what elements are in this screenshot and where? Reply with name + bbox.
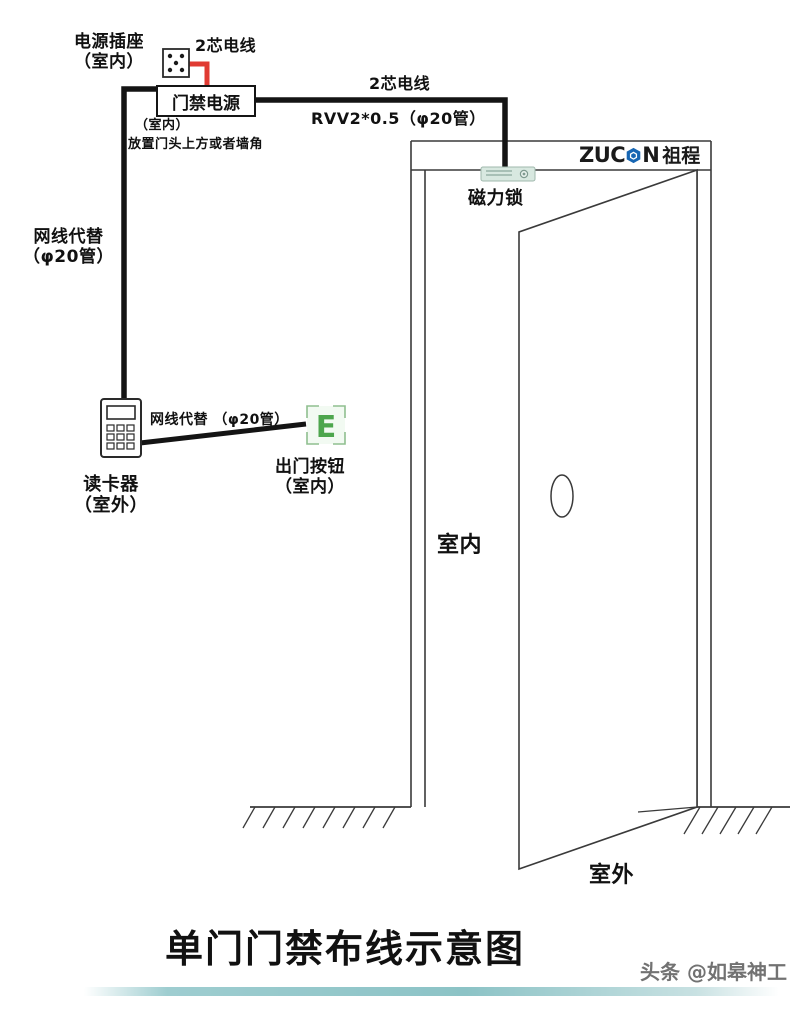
magnetic-lock-label: 磁力锁 [468, 188, 524, 209]
svg-text:E: E [316, 410, 337, 445]
brand-name-latin-1: ZUC [579, 142, 626, 167]
door-panel [518, 168, 698, 871]
power-supply-box: 门禁电源 [156, 85, 256, 117]
hexagon-logo-icon [625, 147, 642, 164]
socket-label-line1: 电源插座 [74, 32, 144, 52]
watermark: 头条 @如皋神工 [640, 960, 787, 984]
ground-left [242, 806, 411, 829]
wire-reader-to-exit [139, 421, 307, 446]
accent-bar [84, 987, 779, 996]
ground-right [637, 806, 790, 835]
card-reader-label-line1: 读卡器 [83, 474, 139, 495]
wire-label-psu-to-reader: 网线代替 （φ20管） [23, 227, 114, 267]
brand-logo: ZUC N 祖程 [579, 141, 700, 168]
power-supply-title: 门禁电源 [172, 93, 240, 114]
brand-name-cn: 祖程 [662, 145, 701, 167]
wire-label-psu-to-reader-line2: （φ20管） [23, 246, 114, 267]
power-supply-note: 放置门头上方或者墙角 [128, 137, 264, 152]
card-reader-label-line2: （室外） [74, 494, 148, 516]
power-supply-sublabel: （室内） [135, 118, 190, 133]
wire-psu-to-maglock [256, 97, 508, 172]
wire-label-socket-to-psu: 2芯电线 [195, 36, 257, 55]
zone-label-indoor: 室内 [437, 533, 483, 558]
brand-name-latin-2: N [642, 142, 660, 167]
exit-button-label-line1: 出门按钮 [275, 457, 345, 477]
wire-label-psu-to-lock-line2: RVV2*0.5（φ20管） [311, 109, 486, 128]
zone-label-outdoor: 室外 [589, 863, 635, 888]
wire-psu-to-reader [121, 86, 156, 405]
magnetic-lock-icon [480, 166, 536, 182]
card-reader-label: 读卡器 （室外） [74, 474, 148, 516]
socket-label: 电源插座 （室内） [74, 32, 144, 72]
wire-label-psu-to-lock-line1: 2芯电线 [369, 74, 431, 93]
socket-label-line2: （室内） [74, 51, 144, 72]
wire-label-reader-to-exit: 网线代替 （φ20管） [150, 412, 289, 428]
power-socket-icon [162, 48, 190, 78]
door-handle-icon [550, 474, 574, 518]
card-reader-icon [100, 398, 142, 458]
exit-button-label-line2: （室内） [275, 476, 345, 497]
wire-label-psu-to-reader-line1: 网线代替 [33, 227, 104, 247]
page-title: 单门门禁布线示意图 [165, 927, 526, 971]
exit-button-icon: E [306, 405, 346, 445]
exit-button-label: 出门按钮 （室内） [275, 457, 345, 497]
wire-socket-to-psu [186, 61, 210, 88]
